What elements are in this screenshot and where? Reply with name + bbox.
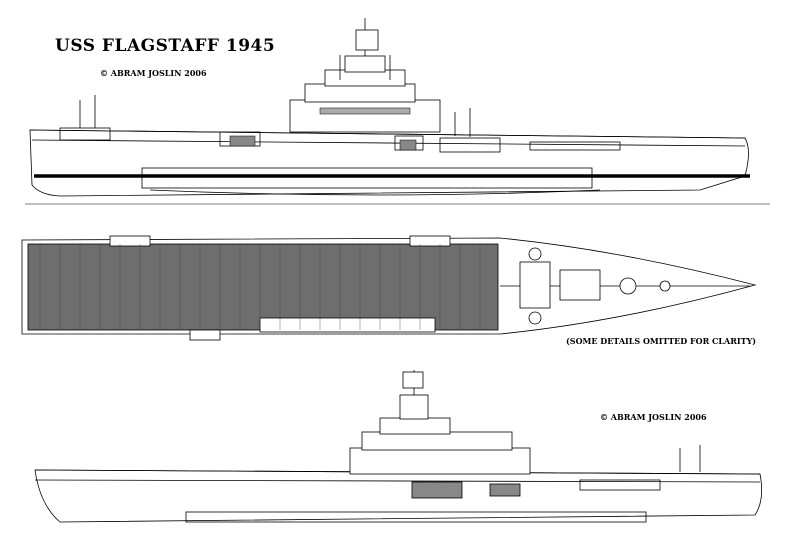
starboard-hull	[25, 18, 770, 205]
drawing-title: USS FLAGSTAFF 1945	[55, 36, 276, 56]
omission-note: (SOME DETAILS OMITTED FOR CLARITY)	[566, 336, 757, 346]
starboard-island-details	[229, 107, 417, 151]
port-hull	[34, 370, 763, 523]
copyright-top: © ABRAM JOSLIN 2006	[100, 68, 207, 78]
deck-plank-lines	[39, 244, 481, 330]
flight-deck-planking	[27, 243, 499, 331]
copyright-bottom: © ABRAM JOSLIN 2006	[600, 412, 707, 422]
flight-deck-outline	[21, 235, 757, 341]
